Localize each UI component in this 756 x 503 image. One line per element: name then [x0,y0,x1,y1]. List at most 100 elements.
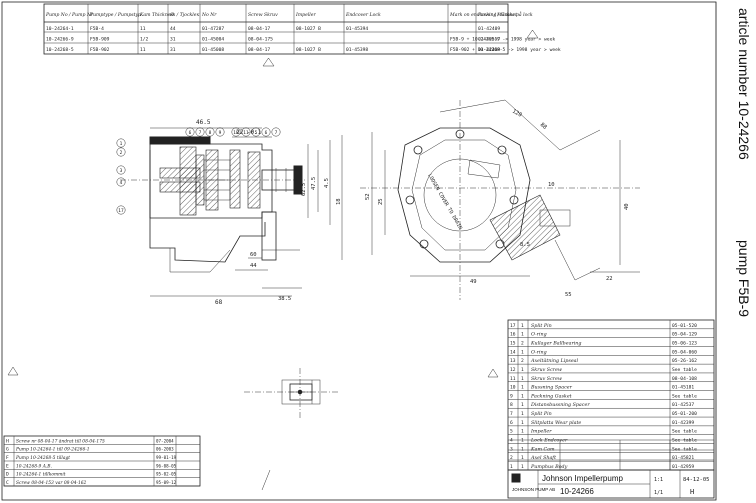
drawing-number: 10-24266 [560,487,594,496]
part-pos: 1 [510,464,513,470]
part-artno: 08-04-108 [672,376,697,382]
revision-date: 07-2004 [156,438,174,443]
part-artno: See table [672,438,697,444]
drawing-scale: 1:1 [654,477,663,483]
part-balloon [116,177,126,187]
revision-code: G [6,447,9,453]
part-qty: 2 [521,358,524,364]
top-table-cell: 10-24264-1 [46,26,74,32]
part-balloon-label: 2 [120,150,123,156]
revision-date: 95-02-05 [156,472,177,477]
dim-60: 60 [250,252,257,258]
part-name: Distansbussning Spacer [530,402,590,408]
part-name: Slitplatta Wear plate [531,420,581,426]
dim-40: 40 [624,203,630,210]
part-balloon-label: 5 [255,130,258,136]
part-artno: See table [672,367,697,373]
top-table-cell: 10-24266-9 [46,37,74,43]
top-table-cell: 01-45394 [346,26,368,32]
dim-62-5: 62.5 [301,183,307,196]
top-table-cell: 31 [170,37,176,43]
top-table-cell: 01-45398 [346,47,368,53]
part-name: Axeltätning Lipseal [530,358,579,364]
part-qty: 1 [521,332,524,338]
part-name: Skruv Screw [531,376,562,382]
part-name: O-ring [531,332,547,338]
top-table-cell: 01-42409 [478,47,500,53]
dim-10: 10 [548,182,555,188]
dim-120: 120 [511,109,523,119]
part-balloon-label: 6 [265,130,268,136]
top-table-cell: F5B-902 + 10-24268-5 -> 1998 year > week [450,47,561,53]
part-artno: 01-42959 [672,464,694,470]
revision-code: F [6,455,9,461]
part-name: Kam Cam [530,446,555,452]
part-qty: 1 [521,438,524,444]
side-caption: article number 10-24266 pump F5B-9 [718,8,754,498]
part-qty: 1 [521,464,524,470]
part-pos: 10 [510,385,516,391]
revision-date: 96-08-05 [156,463,177,468]
part-balloon-label: 1 [120,141,123,147]
part-artno: See table [672,429,697,435]
part-name: Axel Shaft [530,455,556,461]
revision-triangle-parts [487,368,499,378]
part-balloon-label: 7 [199,130,202,136]
revision-triangle-left [7,366,19,376]
part-name: Kullager Ballbearing [530,340,581,346]
part-artno: 01-42399 [672,420,694,426]
part-pos: 15 [510,340,516,346]
front-note: LOOSEN COVER TO DRAIN [426,173,463,231]
revision-table: H Screw nr 08-04-17 ändrat till 08-04-175… [3,435,201,487]
top-table-cell: 01-45008 [202,47,224,53]
part-artno: 05-26-162 [672,358,697,364]
part-qty: 1 [521,367,524,373]
top-table-cell: 1/2 [140,37,149,43]
top-table-cell: 01-47287 [202,26,224,32]
detail-view [244,368,340,420]
top-table-header: Kam Thickness / Tjockleк [139,12,199,18]
top-table-header: Impeller [295,12,316,18]
top-table-cell: 10-24268-5 [46,47,74,53]
part-balloon [116,147,126,157]
part-balloon-label: 10 [233,130,239,136]
part-qty: 1 [521,446,524,452]
top-table-header: Screw Skruv [248,12,278,18]
part-pos: 12 [510,367,516,373]
part-artno: 05-01-200 [672,411,697,417]
top-table-header: No Nr [201,12,217,18]
part-qty: 1 [521,420,524,426]
part-qty: 1 [521,349,524,355]
front-end-view: 120 88 25 52 10 40 49 22 8.5 55 LOOSEN C… [360,99,640,300]
revision-text: Pump 10-24264-1 till 09-24266-1 [15,448,90,453]
part-name: Bussning Spacer [530,385,573,391]
part-qty: 1 [521,393,524,399]
drawing-rev: H [690,488,694,496]
part-balloon-label: 3 [120,168,123,174]
top-table-cell: 08-04-175 [248,37,273,43]
company-logo [511,473,521,483]
revision-code: H [6,438,9,444]
part-artno: 05-01-520 [672,323,697,329]
revision-text: Screw nr 08-04-17 ändrat till 08-04-175 [16,439,105,444]
top-table-cell: 44 [170,26,176,32]
part-pos: 3 [510,446,513,452]
dim-4-5: 4.5 [324,178,330,188]
part-balloon-label: 7 [275,130,278,136]
part-artno: 01-42537 [672,402,694,408]
dim-22-front: 22 [606,276,613,282]
part-qty: 1 [521,376,524,382]
part-pos: 11 [510,376,516,382]
part-balloon-label: 6 [189,130,192,136]
top-table-cell: 08-1027 B [296,47,321,53]
title-block: JOHNSON PUMP AB Johnson Impellerpump 10-… [507,469,715,499]
part-artno: 05-04-060 [672,349,697,355]
part-balloon [116,165,126,175]
part-qty: 1 [521,455,524,461]
dim-55: 55 [565,292,572,298]
